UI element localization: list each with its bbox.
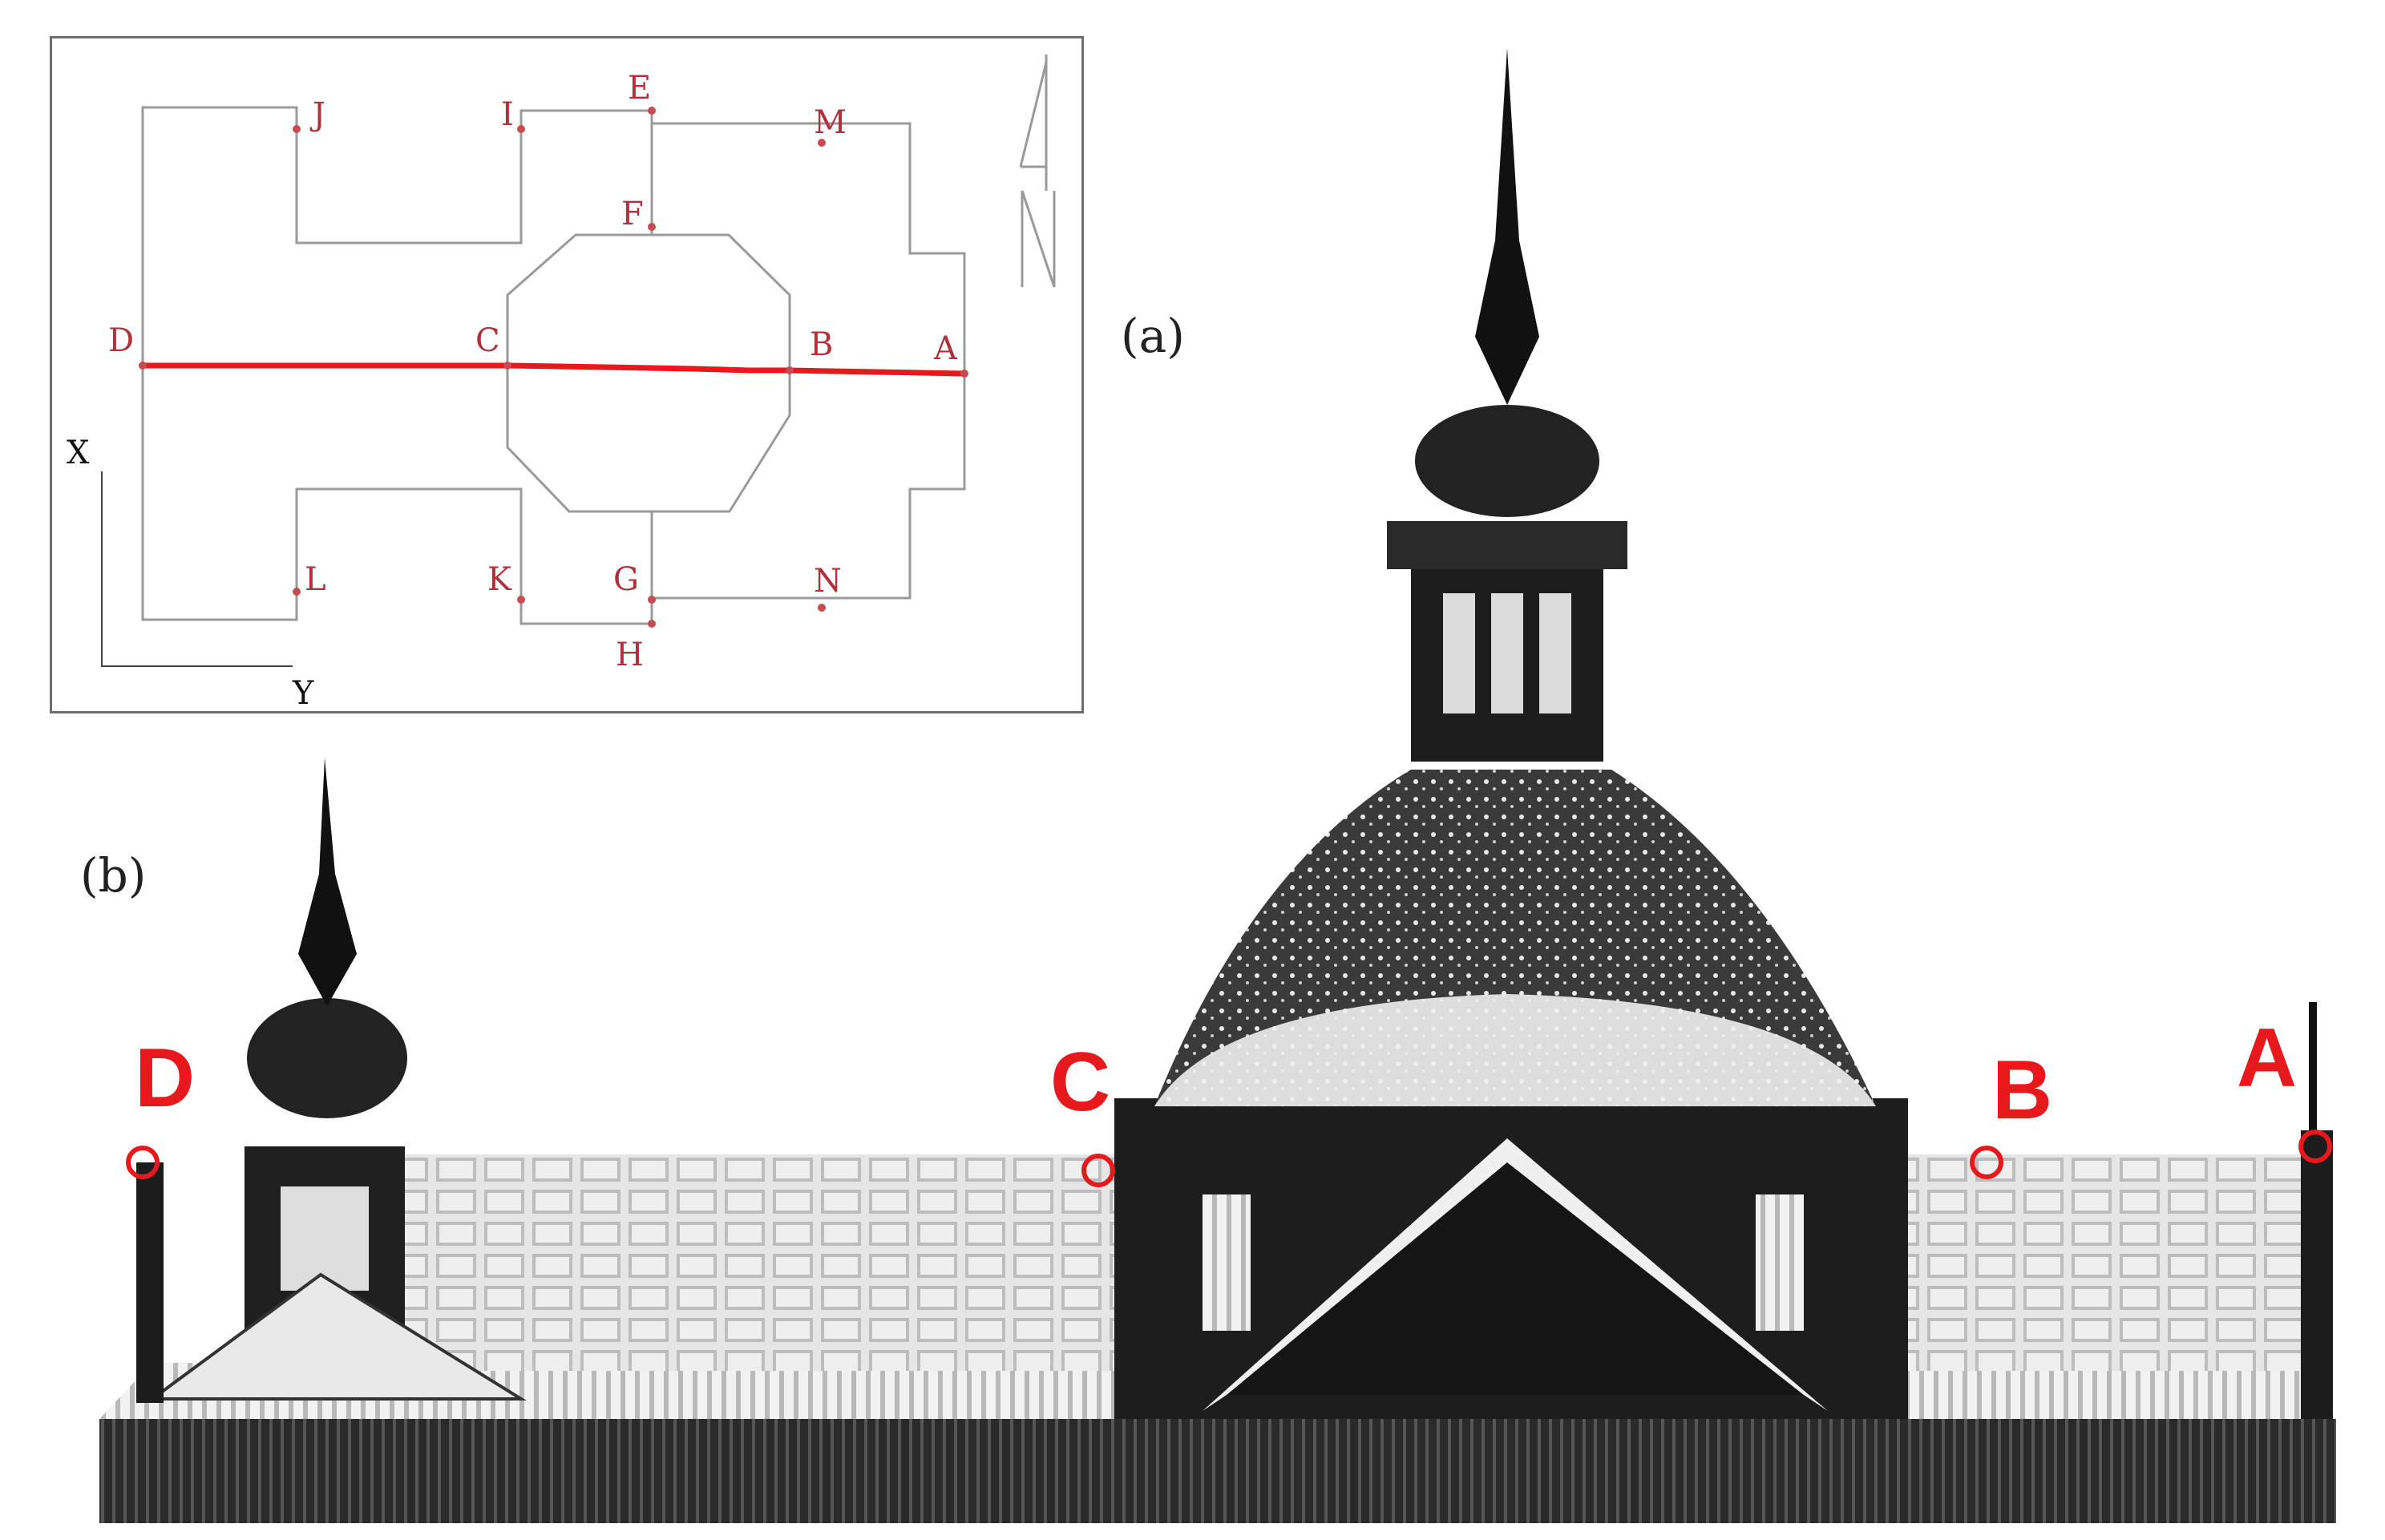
marker-c-circle: [1081, 1154, 1115, 1187]
marker-d-circle: [126, 1146, 160, 1179]
marker-a-circle: [2298, 1130, 2332, 1163]
photo-label-b: B: [1992, 1044, 2052, 1137]
plan-label-l: L: [305, 561, 326, 598]
lantern-opening-2: [1491, 593, 1523, 713]
xy-axes: [101, 471, 293, 667]
drum-window-right: [1756, 1194, 1804, 1331]
left-tower-roof: [147, 1272, 528, 1401]
axis-label-x: X: [67, 435, 90, 471]
plan-label-h: H: [616, 637, 644, 673]
photo-label-a: A: [2237, 1012, 2297, 1105]
right-end-pole: [2309, 1002, 2317, 1138]
plan-label-k: K: [487, 561, 512, 598]
plan-point-dots: [139, 107, 968, 628]
lantern-cornice: [1387, 521, 1627, 569]
church-base-wall: [99, 1419, 2336, 1523]
north-arrow-icon: [1019, 55, 1056, 288]
floor-plan-drawing: J I E M F D C B A L K G N H X Y: [67, 55, 1056, 711]
right-nave-roof: [1876, 1363, 2336, 1419]
drum-window-left: [1203, 1194, 1251, 1331]
left-tower-onion-cap: [247, 998, 407, 1118]
lantern-opening-1: [1443, 593, 1475, 713]
plan-label-b: B: [810, 326, 833, 363]
panel-tag-a: (a): [1121, 309, 1185, 363]
plan-outline: [141, 106, 966, 625]
plan-label-a: A: [933, 330, 958, 367]
plan-label-m: M: [814, 104, 847, 141]
plan-label-c: C: [475, 322, 500, 359]
panel-tag-b: (b): [80, 848, 147, 903]
right-nave-wall: [1908, 1154, 2309, 1371]
plan-octagon: [506, 233, 791, 513]
lantern-spire: [1475, 48, 1539, 405]
plan-label-n: N: [814, 563, 842, 600]
front-gable: [1227, 1154, 1804, 1395]
plan-label-i: I: [501, 96, 514, 133]
right-end-post: [2301, 1130, 2333, 1419]
left-tower-opening: [281, 1186, 369, 1291]
plan-label-e: E: [628, 70, 651, 107]
lantern-onion-cap: [1415, 405, 1599, 517]
plan-label-f: F: [621, 196, 644, 232]
plan-label-j: J: [309, 96, 325, 133]
plan-label-d: D: [108, 322, 134, 359]
dome-snow-cap: [1154, 994, 1876, 1106]
floor-plan-panel: J I E M F D C B A L K G N H X Y: [50, 36, 1084, 713]
photo-label-d: D: [135, 1032, 195, 1125]
plan-label-g: G: [613, 561, 639, 598]
axis-label-y: Y: [292, 675, 314, 711]
left-tower-spire: [298, 758, 357, 1006]
left-end-post: [136, 1162, 164, 1403]
photo-label-c: C: [1050, 1036, 1110, 1129]
left-nave-wall: [401, 1154, 1122, 1371]
marker-b-circle: [1970, 1146, 2003, 1179]
lantern-opening-3: [1539, 593, 1571, 713]
